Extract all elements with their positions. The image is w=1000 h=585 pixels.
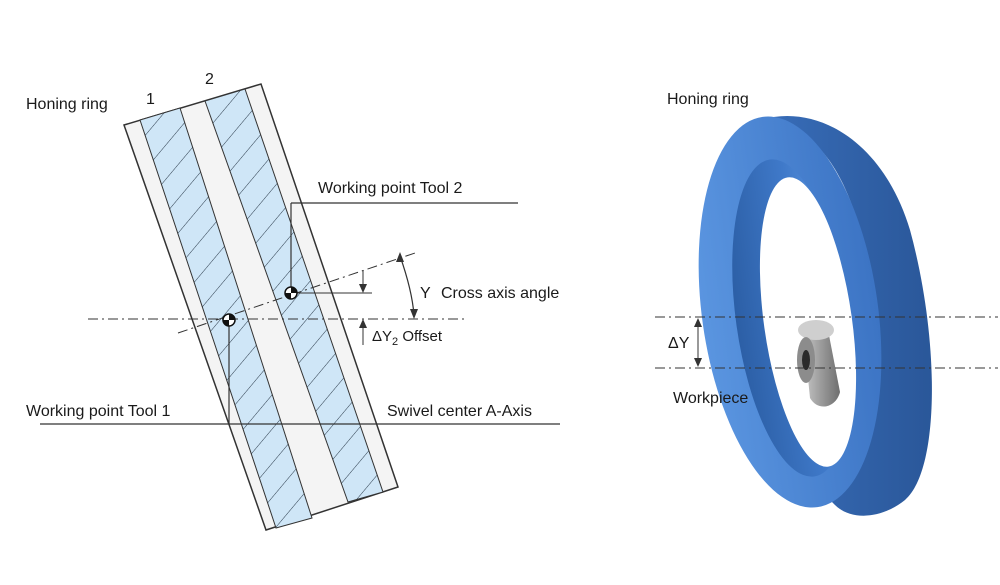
ring-outer-edge [742,115,932,516]
cross-axis-angle-arc [399,255,415,316]
angle-symbol: Y [420,285,431,302]
angle-arrow-top [396,252,404,262]
workpiece-label: Workpiece [673,390,748,407]
layer-2-label: 2 [205,71,214,88]
honing-ring-cross-section [123,83,399,531]
offset-arrow-down [359,284,367,293]
offset-delta: ΔY [372,328,392,345]
angle-arrow-bottom [410,309,418,319]
delta-arrow-down [694,358,702,367]
offset-arrow-up [359,319,367,328]
offset-label-group: ΔY2 Offset [372,328,443,348]
delta-arrow-up [694,318,702,327]
offset-label: Offset [402,328,443,345]
delta-label: ΔY [668,335,690,352]
tool1-label: Working point Tool 1 [26,403,170,420]
honing-ring-3d [698,115,932,516]
swivel-label: Swivel center A-Axis [387,403,532,420]
left-title: Honing ring [26,96,108,113]
offset-subscript: 2 [392,336,398,348]
working-point-tool1-marker [222,313,236,327]
workpiece-cylinder [797,320,840,407]
tool2-label: Working point Tool 2 [318,180,462,197]
angle-label: Cross axis angle [441,285,559,302]
right-title: Honing ring [667,91,749,108]
layer-1-label: 1 [146,91,155,108]
working-point-tool2-marker [284,286,298,300]
